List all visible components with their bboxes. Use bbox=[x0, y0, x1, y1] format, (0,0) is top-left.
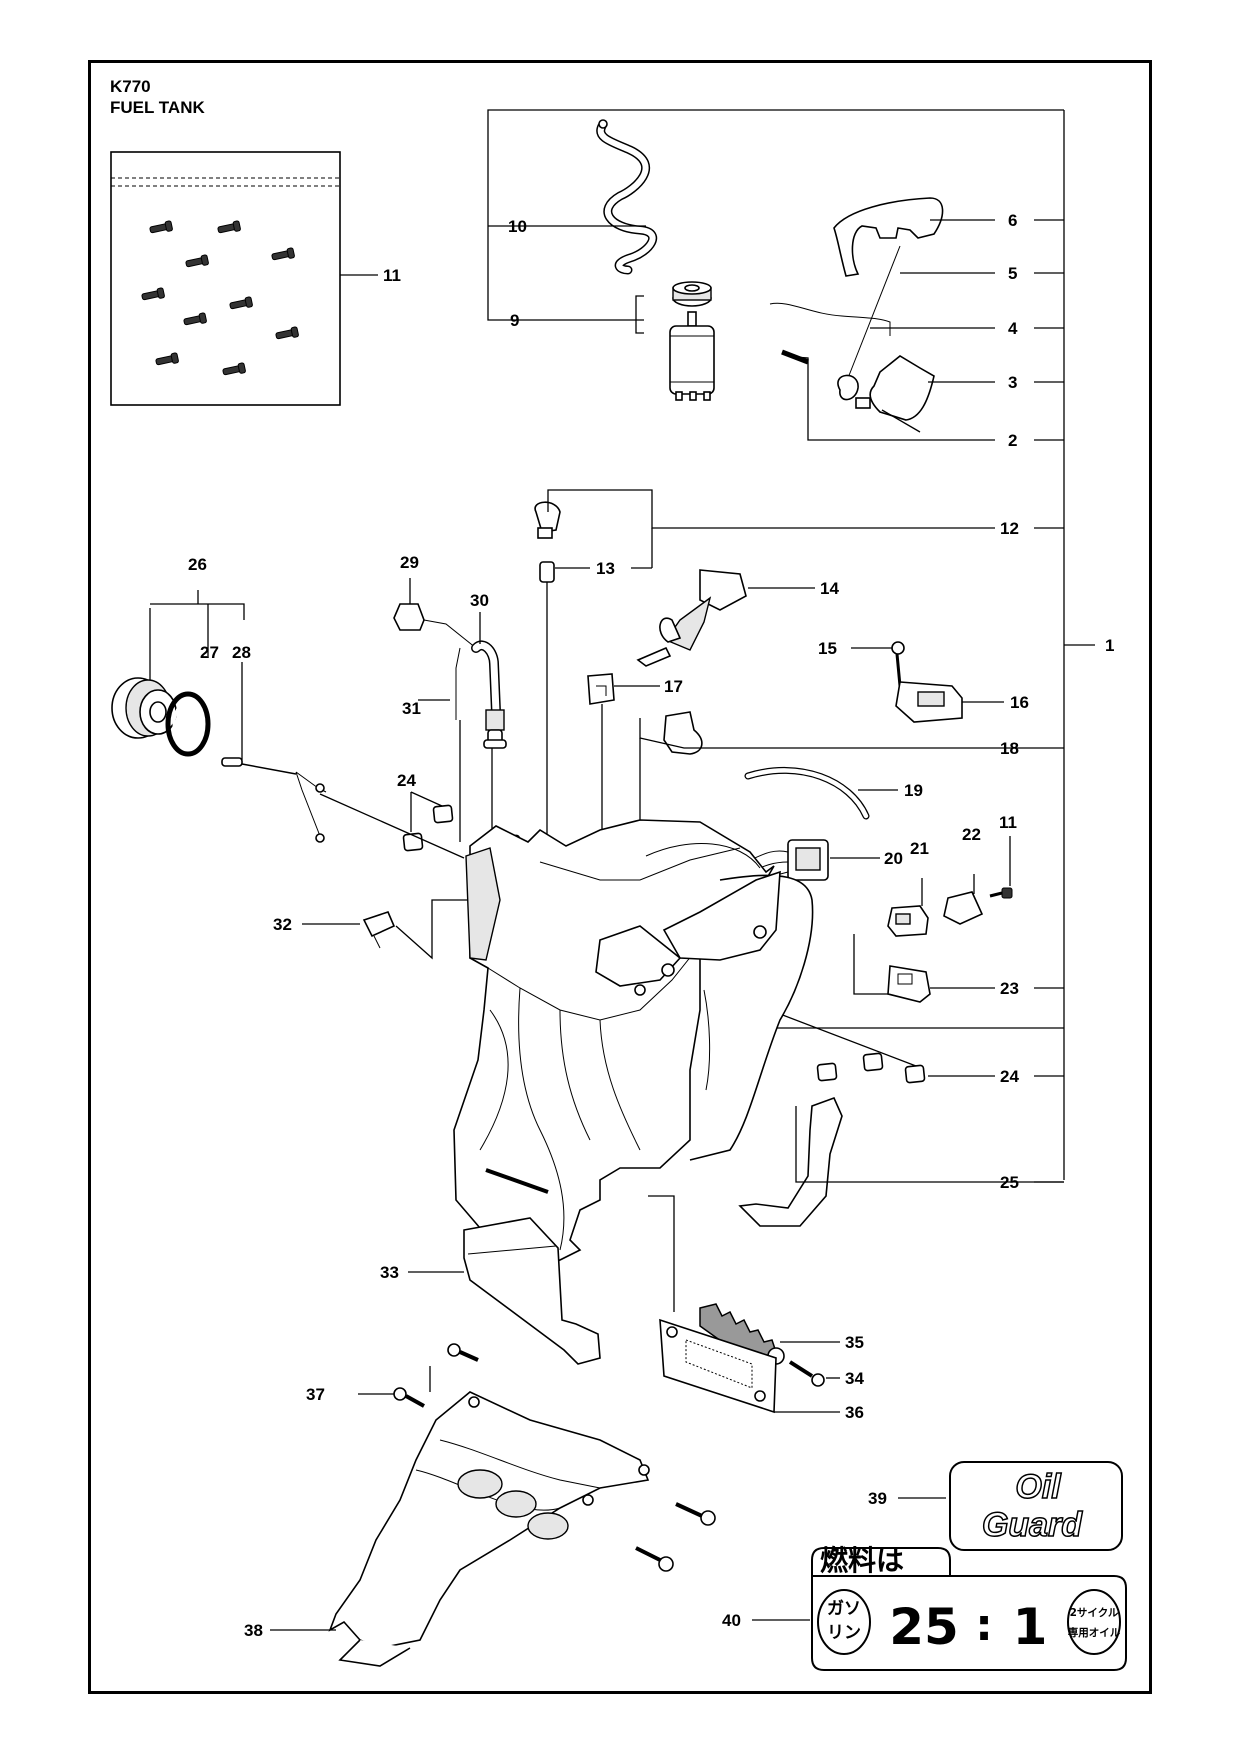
callout-36: 36 bbox=[845, 1403, 864, 1422]
callout-5: 5 bbox=[1008, 264, 1017, 283]
cap-gasket bbox=[165, 691, 211, 757]
callout-29: 29 bbox=[400, 553, 419, 572]
stop-switch bbox=[895, 681, 963, 723]
skid-plate-38 bbox=[328, 1391, 650, 1667]
throttle-lockout bbox=[837, 355, 935, 421]
callout-14: 14 bbox=[820, 579, 839, 598]
fuel-tank-body bbox=[453, 819, 814, 1273]
cover-33 bbox=[463, 1217, 601, 1365]
callout-22: 22 bbox=[962, 825, 981, 844]
decal-ratio-right: 1 bbox=[1013, 1598, 1048, 1656]
fuel-hose bbox=[596, 119, 658, 275]
callout-3: 3 bbox=[1008, 373, 1017, 392]
callout-39: 39 bbox=[868, 1489, 887, 1508]
callout-26: 26 bbox=[188, 555, 207, 574]
decal-oil-text: Oil bbox=[1015, 1468, 1062, 1506]
callout-15: 15 bbox=[818, 639, 837, 658]
clip-32 bbox=[362, 911, 396, 949]
screw-34 bbox=[788, 1360, 825, 1387]
hose-clip-17 bbox=[587, 673, 615, 705]
callout-32: 32 bbox=[273, 915, 292, 934]
callout-37: 37 bbox=[306, 1385, 325, 1404]
drawing-frame bbox=[88, 60, 1152, 1694]
fuel-filter bbox=[669, 281, 715, 401]
connector-21 bbox=[887, 905, 929, 937]
callout-12: 12 bbox=[1000, 519, 1019, 538]
screw-11 bbox=[989, 887, 1013, 899]
callout-11: 11 bbox=[383, 266, 401, 285]
callout-31: 31 bbox=[402, 699, 421, 718]
callout-21: 21 bbox=[910, 839, 929, 858]
callout-24a: 24 bbox=[397, 771, 416, 790]
callout-9: 9 bbox=[510, 311, 519, 330]
decal-ratio-sep: : bbox=[975, 1600, 993, 1651]
fuel-line-clip bbox=[636, 569, 747, 667]
callout-28: 28 bbox=[232, 643, 251, 662]
clip-23 bbox=[887, 965, 931, 1003]
vent-hose-29 bbox=[393, 578, 477, 649]
grommets-24-right bbox=[816, 1052, 926, 1084]
decal-oil-type-bottom: 専用オイル bbox=[1068, 1626, 1121, 1639]
callout-6: 6 bbox=[1008, 211, 1017, 230]
model-name: K770 bbox=[110, 77, 151, 96]
decal-oil-type-top: 2サイクル bbox=[1070, 1607, 1119, 1619]
decal-ratio-left: 25 bbox=[889, 1598, 959, 1656]
callout-30: 30 bbox=[470, 591, 489, 610]
bracket-18 bbox=[663, 711, 703, 755]
decal-gasoline-top: ガソ bbox=[827, 1599, 861, 1619]
screw-bag bbox=[110, 151, 341, 406]
fuel-hose-30 bbox=[471, 612, 507, 844]
callout-2: 2 bbox=[1008, 431, 1017, 450]
fuel-mix-decal: 燃料は ガソ リン 25 : 1 2サイクル 専用オイル bbox=[811, 1544, 1127, 1671]
callout-4: 4 bbox=[1008, 319, 1018, 338]
handle-insert-25 bbox=[738, 1096, 843, 1227]
callout-18: 18 bbox=[1000, 739, 1019, 758]
wire-31 bbox=[455, 647, 461, 720]
fuel-pickup bbox=[221, 757, 327, 843]
callout-23: 23 bbox=[1000, 979, 1019, 998]
callout-13: 13 bbox=[596, 559, 615, 578]
callout-33: 33 bbox=[380, 1263, 399, 1282]
callout-38: 38 bbox=[244, 1621, 263, 1640]
callout-34: 34 bbox=[845, 1369, 864, 1388]
section-title: FUEL TANK bbox=[110, 98, 205, 117]
callout-27: 27 bbox=[200, 643, 219, 662]
callout-11b: 11 bbox=[999, 813, 1017, 832]
callout-20: 20 bbox=[884, 849, 903, 868]
screw-15 bbox=[891, 641, 905, 687]
decal-gasoline-bottom: リン bbox=[827, 1623, 861, 1643]
callout-25: 25 bbox=[1000, 1173, 1019, 1192]
decal-fuel-heading: 燃料は bbox=[820, 1544, 904, 1577]
callout-10: 10 bbox=[508, 217, 527, 236]
title-block: K770 FUEL TANK bbox=[110, 76, 205, 118]
callout-40: 40 bbox=[722, 1611, 741, 1630]
callout-24b: 24 bbox=[1000, 1067, 1019, 1086]
callout-1: 1 bbox=[1105, 636, 1114, 655]
callout-35: 35 bbox=[845, 1333, 864, 1352]
decal-guard-text: Guard bbox=[982, 1506, 1083, 1544]
tank-vent-valve bbox=[534, 501, 561, 583]
cover-22 bbox=[943, 891, 984, 925]
oil-guard-decal: Oil Guard bbox=[949, 1461, 1123, 1551]
throttle-trigger bbox=[833, 197, 944, 277]
callout-16: 16 bbox=[1010, 693, 1029, 712]
callout-17: 17 bbox=[664, 677, 683, 696]
callout-19: 19 bbox=[904, 781, 923, 800]
